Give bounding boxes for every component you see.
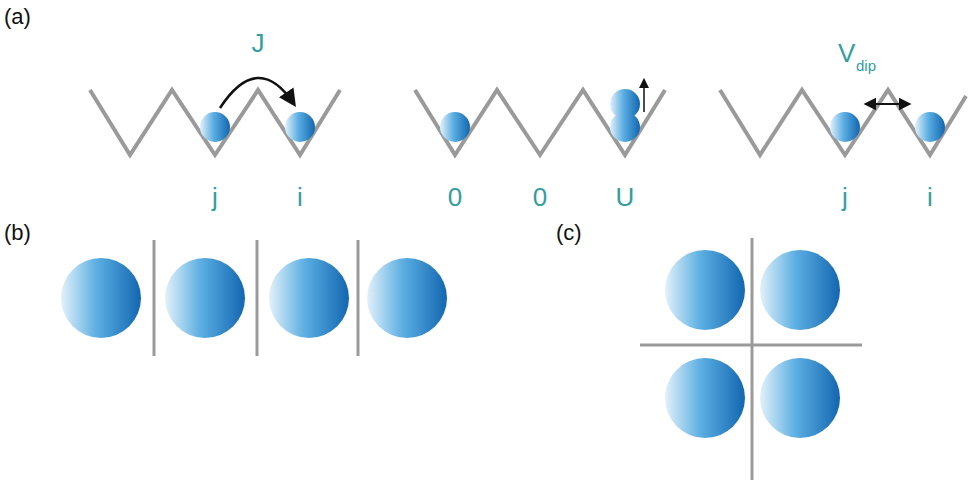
atom xyxy=(665,358,745,438)
site-label: i xyxy=(927,184,933,210)
atom xyxy=(440,112,470,142)
lattice-potential xyxy=(90,90,340,155)
atom xyxy=(760,358,840,438)
atom xyxy=(665,250,745,330)
parameter-label: J xyxy=(252,30,265,56)
parameter-subscript: dip xyxy=(856,58,876,73)
site-divider xyxy=(640,344,862,347)
panel-label: (a) xyxy=(4,6,31,28)
site-divider xyxy=(751,238,754,480)
atom xyxy=(200,112,230,142)
energy-label: U xyxy=(616,184,635,210)
panel-label: (c) xyxy=(556,222,582,244)
site-divider xyxy=(153,240,156,356)
site-divider xyxy=(357,240,360,356)
atom xyxy=(760,250,840,330)
atom xyxy=(830,112,860,142)
atom xyxy=(61,258,141,338)
hopping-arrow xyxy=(220,78,294,108)
parameter-label: V xyxy=(838,40,855,66)
interaction-arrow xyxy=(643,80,645,112)
site-label: j xyxy=(842,184,848,210)
lattice-potential xyxy=(415,90,665,155)
energy-label: 0 xyxy=(533,184,547,210)
energy-label: 0 xyxy=(448,184,462,210)
panel-label: (b) xyxy=(4,222,31,244)
site-label: i xyxy=(297,184,303,210)
atom xyxy=(367,258,447,338)
site-label: j xyxy=(212,184,218,210)
atom xyxy=(165,258,245,338)
site-divider xyxy=(256,240,259,356)
dipolar-arrow xyxy=(866,103,909,105)
atom xyxy=(610,89,640,119)
atom xyxy=(915,112,945,142)
atom xyxy=(269,258,349,338)
lattice-potential xyxy=(720,90,966,155)
atom xyxy=(285,112,315,142)
